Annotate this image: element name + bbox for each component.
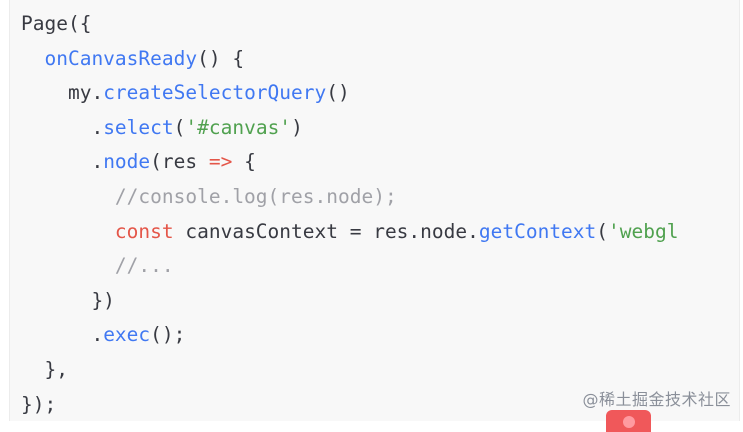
code-token: () {: [197, 46, 245, 70]
watermark: @稀土掘金技术社区: [582, 390, 731, 409]
code-token: [21, 185, 115, 208]
code-token: (: [596, 219, 609, 243]
code-line: });: [21, 388, 678, 421]
code-token: .: [21, 323, 104, 347]
code-token: my.: [21, 81, 104, 105]
code-token: [21, 254, 115, 277]
code-token: =>: [208, 150, 233, 174]
code-token: (res: [150, 150, 209, 174]
code-block: Page({ onCanvasReady() { my.createSelect…: [9, 0, 740, 421]
code-token: getContext: [478, 219, 597, 243]
code-token: const: [114, 219, 174, 243]
code-token: node: [103, 150, 151, 174]
code-token: '#canvas': [185, 115, 292, 139]
code-token: .: [21, 150, 104, 174]
code-line: }): [21, 284, 678, 319]
code-token: .: [21, 115, 104, 139]
code-token: 'webgl: [608, 219, 679, 243]
code-line: .node(res => {: [21, 145, 678, 180]
code-token: (: [173, 115, 186, 139]
code-token: canvasContext = res.node.: [173, 219, 479, 243]
code-line: //...: [21, 249, 678, 284]
code-token: [21, 47, 44, 70]
badge-dot: [623, 416, 635, 428]
code-line: my.createSelectorQuery(): [21, 76, 678, 111]
code-token: [21, 220, 115, 243]
code-token: exec: [103, 323, 151, 347]
code-token: {: [232, 150, 256, 174]
code-line: Page({: [21, 7, 678, 42]
code-token: onCanvasReady: [44, 46, 198, 70]
code-line: //console.log(res.node);: [21, 180, 678, 215]
code-token: ();: [150, 323, 186, 347]
code-token: createSelectorQuery: [103, 81, 327, 105]
code-line: onCanvasReady() {: [21, 42, 678, 77]
code-token: Page({: [21, 12, 92, 35]
code-token: (): [326, 81, 350, 105]
code-token: //console.log(res.node);: [114, 184, 397, 208]
code-token: select: [103, 115, 174, 139]
code-line: },: [21, 353, 678, 388]
code-line: .exec();: [21, 318, 678, 353]
code-token: }): [21, 288, 115, 312]
code-token: },: [21, 357, 68, 381]
code-content: Page({ onCanvasReady() { my.createSelect…: [21, 7, 678, 421]
code-line: .select('#canvas'): [21, 111, 678, 146]
code-token: ): [291, 115, 303, 139]
juejin-badge-icon[interactable]: [606, 410, 651, 432]
code-line: const canvasContext = res.node.getContex…: [21, 215, 679, 250]
code-token: });: [21, 392, 57, 416]
code-token: //...: [114, 254, 174, 278]
